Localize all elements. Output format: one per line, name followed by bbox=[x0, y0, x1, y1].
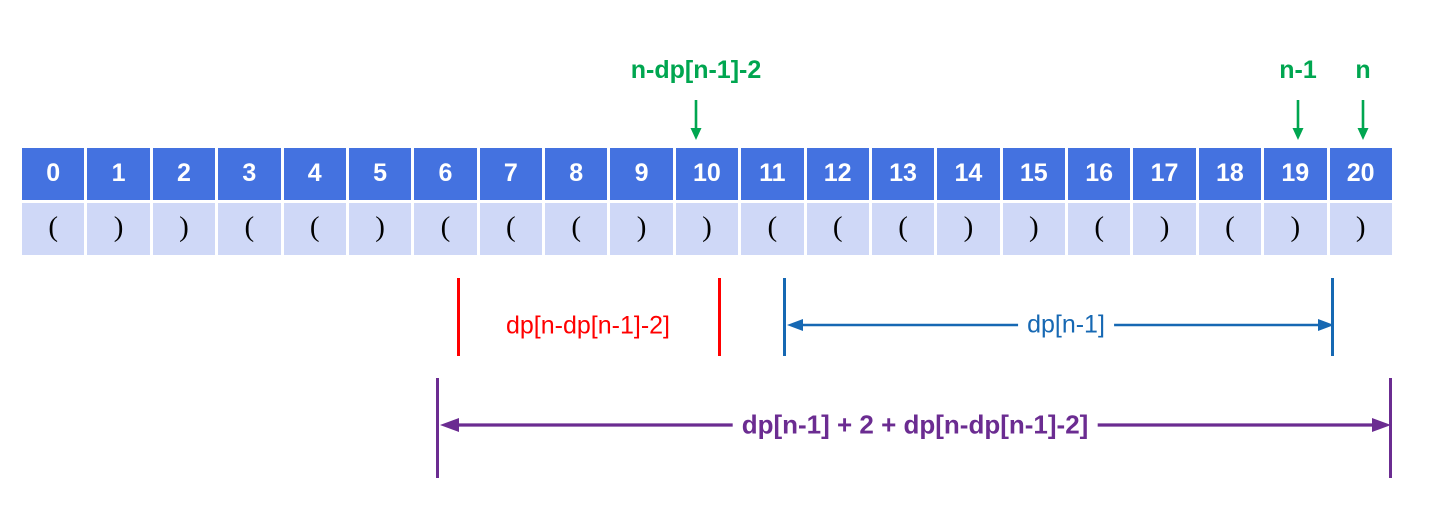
paren-cell: ) bbox=[1133, 203, 1196, 255]
paren-cell: ( bbox=[741, 203, 804, 255]
index-cell: 11 bbox=[741, 148, 804, 200]
pointer-label-n-dp-n1-2: n-dp[n-1]-2 bbox=[630, 56, 762, 84]
index-cell: 9 bbox=[610, 148, 673, 200]
red-span-end-bar bbox=[718, 278, 721, 356]
paren-cell: ) bbox=[87, 203, 150, 255]
paren-cell: ) bbox=[1264, 203, 1327, 255]
index-cell: 2 bbox=[152, 148, 216, 200]
red-span-start-bar bbox=[457, 278, 460, 356]
paren-cell: ( bbox=[806, 203, 869, 255]
pointer-label-n: n bbox=[1355, 56, 1371, 84]
index-cell: 0 bbox=[22, 148, 85, 200]
purple-span-end-bar bbox=[1389, 378, 1392, 478]
paren-row: ( ) ) ( ( ) ( ( ( ) ) ( ( ( ) ) ( ) ( ) … bbox=[22, 203, 1392, 255]
paren-cell: ( bbox=[414, 203, 477, 255]
index-cell: 20 bbox=[1329, 148, 1392, 200]
index-cell: 5 bbox=[348, 148, 412, 200]
index-paren-table: 0 1 2 3 4 5 6 7 8 9 10 11 12 13 14 15 16… bbox=[22, 148, 1392, 255]
index-row: 0 1 2 3 4 5 6 7 8 9 10 11 12 13 14 15 16… bbox=[22, 148, 1392, 200]
index-cell: 17 bbox=[1133, 148, 1196, 200]
index-cell: 14 bbox=[937, 148, 1000, 200]
purple-span-label: dp[n-1] + 2 + dp[n-dp[n-1]-2] bbox=[732, 409, 1098, 441]
paren-cell: ( bbox=[1068, 203, 1131, 255]
down-arrow-icon bbox=[1290, 100, 1306, 145]
index-cell: 15 bbox=[1002, 148, 1065, 200]
blue-span-end-bar bbox=[1331, 278, 1334, 356]
paren-cell: ( bbox=[545, 203, 608, 255]
index-cell: 4 bbox=[283, 148, 346, 200]
index-cell: 12 bbox=[806, 148, 869, 200]
index-cell: 16 bbox=[1068, 148, 1131, 200]
paren-cell: ) bbox=[675, 203, 739, 255]
index-cell: 6 bbox=[414, 148, 477, 200]
down-arrow-icon bbox=[1355, 100, 1371, 145]
paren-cell: ) bbox=[610, 203, 673, 255]
pointer-label-n-1: n-1 bbox=[1279, 56, 1317, 84]
blue-span-start-bar bbox=[783, 278, 786, 356]
purple-span-start-bar bbox=[436, 378, 439, 478]
index-cell: 18 bbox=[1198, 148, 1262, 200]
paren-cell: ) bbox=[1329, 203, 1392, 255]
index-cell: 3 bbox=[218, 148, 281, 200]
paren-cell: ( bbox=[479, 203, 542, 255]
index-cell: 8 bbox=[545, 148, 608, 200]
index-cell: 10 bbox=[675, 148, 739, 200]
index-cell: 19 bbox=[1264, 148, 1327, 200]
paren-cell: ( bbox=[218, 203, 281, 255]
paren-cell: ) bbox=[937, 203, 1000, 255]
paren-cell: ( bbox=[283, 203, 346, 255]
paren-cell: ) bbox=[152, 203, 216, 255]
paren-cell: ( bbox=[871, 203, 935, 255]
paren-cell: ) bbox=[1002, 203, 1065, 255]
down-arrow-icon bbox=[688, 100, 704, 145]
paren-cell: ) bbox=[348, 203, 412, 255]
red-span-label: dp[n-dp[n-1]-2] bbox=[497, 311, 679, 341]
paren-cell: ( bbox=[22, 203, 85, 255]
index-cell: 13 bbox=[871, 148, 935, 200]
index-cell: 7 bbox=[479, 148, 542, 200]
paren-cell: ( bbox=[1198, 203, 1262, 255]
blue-span-label: dp[n-1] bbox=[1018, 310, 1114, 340]
index-cell: 1 bbox=[87, 148, 150, 200]
